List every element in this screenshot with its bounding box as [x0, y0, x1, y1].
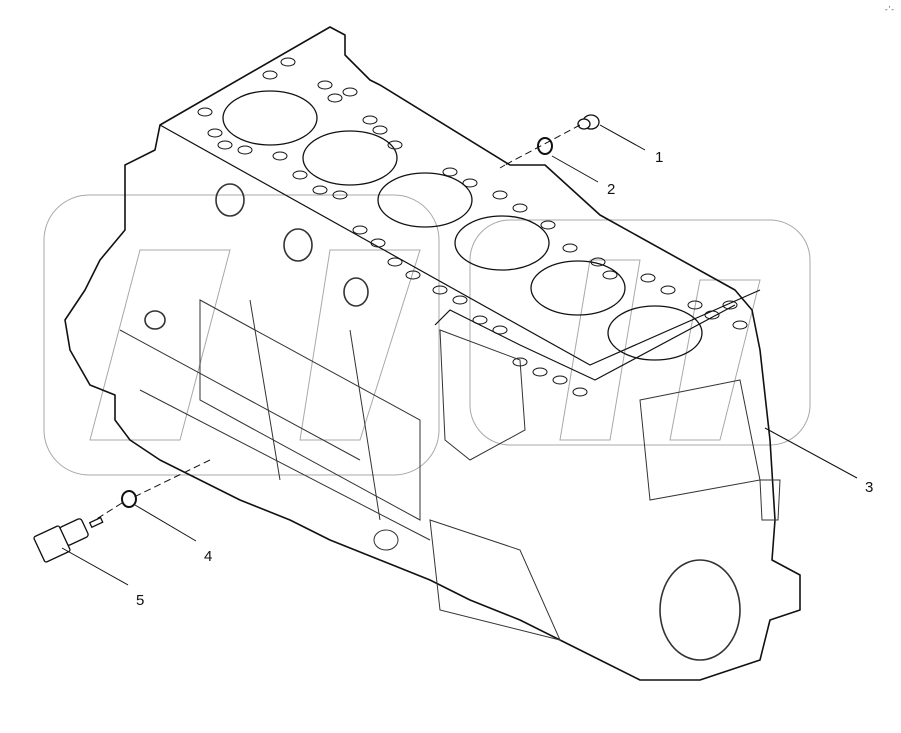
washer-part-2	[537, 137, 553, 155]
callout-5: 5	[136, 592, 145, 609]
assembly-axes	[94, 124, 581, 521]
cylinder-block	[64, 26, 801, 681]
block-side-features	[119, 183, 781, 661]
cylinder-bores	[222, 90, 703, 361]
leader-lines	[61, 124, 858, 586]
callout-2: 2	[607, 181, 616, 198]
watermark	[43, 194, 811, 476]
callout-1: 1	[655, 149, 664, 166]
callout-3: 3	[865, 479, 874, 496]
corner-mark: -'-	[885, 5, 895, 14]
washer-part-4	[121, 490, 137, 508]
plug-part-1	[577, 114, 600, 130]
bolt-holes	[197, 57, 748, 397]
sensor-part-5	[33, 516, 104, 563]
callout-4: 4	[204, 548, 213, 565]
